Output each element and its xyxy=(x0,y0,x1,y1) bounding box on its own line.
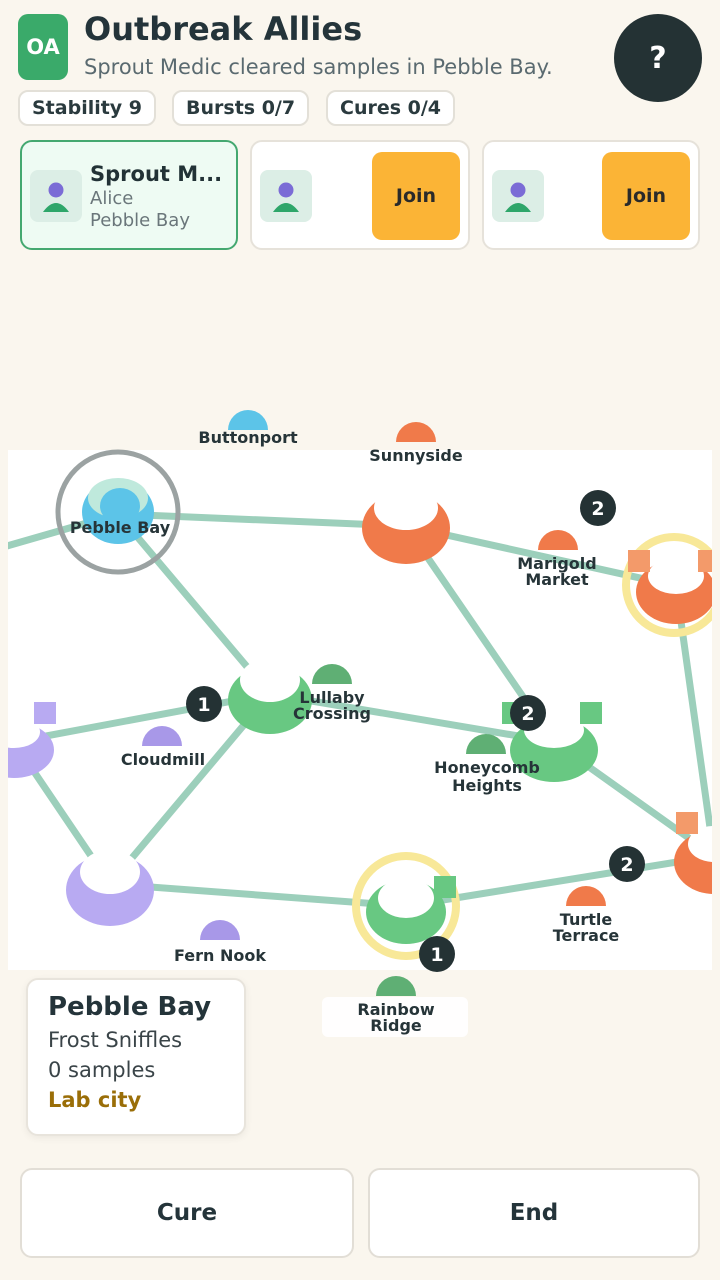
research-station-icon xyxy=(580,702,602,724)
city-label: Rainbow xyxy=(357,1000,434,1019)
research-station-icon xyxy=(34,702,56,724)
help-button[interactable]: ? xyxy=(614,14,702,102)
outbreak-counter xyxy=(510,695,546,731)
cure-button[interactable]: Cure xyxy=(20,1168,354,1258)
city-label: Sunnyside xyxy=(369,446,463,465)
city-hub-west[interactable] xyxy=(0,702,56,778)
outbreak-counter xyxy=(580,490,616,526)
city-label: Heights xyxy=(452,776,522,795)
city-hub-sunnyside[interactable] xyxy=(362,486,450,564)
route xyxy=(402,522,680,590)
avatar xyxy=(260,170,312,222)
outbreak-counter-value: 2 xyxy=(620,854,633,876)
cures-pill: Cures 0/4 xyxy=(326,90,456,126)
city-label: Marigold xyxy=(517,554,596,573)
end-button[interactable]: End xyxy=(368,1168,700,1258)
city-hub-east[interactable] xyxy=(674,812,720,894)
city-hub-pebble-bay[interactable] xyxy=(82,478,154,544)
city-info-disease: Frost Sniffles xyxy=(48,1028,183,1052)
research-station-icon xyxy=(628,550,650,572)
game-title: Outbreak Allies xyxy=(84,10,363,48)
player-slot-3: Join xyxy=(482,140,700,250)
selection-ring xyxy=(55,449,181,575)
avatar xyxy=(30,170,82,222)
research-station-icon xyxy=(434,876,456,898)
stability-pill: Stability 9 xyxy=(18,90,157,126)
outbreak-counter xyxy=(186,686,222,722)
city-hub-rainbow[interactable] xyxy=(366,876,456,944)
person-icon xyxy=(505,182,531,212)
research-station-icon xyxy=(698,550,712,572)
join-button[interactable]: Join xyxy=(372,152,460,240)
city-pin-buttonport[interactable] xyxy=(228,410,268,430)
city-info-card: Pebble Bay Frost Sniffles 0 samples Lab … xyxy=(26,978,246,1136)
city-pin-lullaby-crossing[interactable] xyxy=(312,664,352,684)
city-label: Buttonport xyxy=(198,428,298,447)
city-pin-turtle-terrace[interactable] xyxy=(566,886,606,906)
route xyxy=(114,510,274,698)
research-station-icon xyxy=(676,812,698,834)
highlight-ring xyxy=(352,852,460,960)
city-label: Terrace xyxy=(553,926,620,945)
city-label: Ridge xyxy=(370,1016,422,1035)
city-info-tag: Lab city xyxy=(48,1088,142,1112)
city-hub-southwest[interactable] xyxy=(66,850,154,926)
city-label: Market xyxy=(525,570,589,589)
city-label: Lullaby xyxy=(299,688,365,707)
route xyxy=(10,690,274,746)
city-info-name: Pebble Bay xyxy=(48,992,212,1022)
person-icon xyxy=(273,182,299,212)
outbreak-counter xyxy=(419,936,455,972)
label-backplate xyxy=(322,997,468,1037)
route xyxy=(266,690,558,746)
city-hub-lullaby[interactable] xyxy=(228,658,312,734)
city-pin-honeycomb-heights[interactable] xyxy=(466,734,506,754)
city-label: Pebble Bay xyxy=(70,518,171,537)
city-hub-marigold[interactable] xyxy=(628,550,720,624)
city-pin-rainbow-ridge[interactable] xyxy=(376,976,416,996)
city-pin-sunnyside[interactable] xyxy=(396,422,436,442)
city-pin-cloudmill[interactable] xyxy=(142,726,182,746)
outbreak-counter-value: 1 xyxy=(197,694,210,716)
highlight-ring xyxy=(622,533,712,637)
city-label: Cloudmill xyxy=(121,750,205,769)
player-role: Sprout M... xyxy=(90,162,223,186)
join-button[interactable]: Join xyxy=(602,152,690,240)
player-card-active[interactable]: Sprout M... Alice Pebble Bay xyxy=(20,140,238,250)
outbreak-counter xyxy=(609,846,645,882)
player-slot-2: Join xyxy=(250,140,470,250)
city-pin-fern-nook[interactable] xyxy=(200,920,240,940)
player-user: Alice xyxy=(90,188,134,209)
outbreak-counter-value: 2 xyxy=(521,703,534,725)
city-label: Honeycomb xyxy=(434,758,540,777)
outbreak-counter-value: 1 xyxy=(430,944,443,966)
avatar xyxy=(492,170,544,222)
route xyxy=(114,510,410,530)
game-map[interactable]: Buttonport Sunnyside Pebble Bay Marigold… xyxy=(0,0,720,1050)
bursts-pill: Bursts 0/7 xyxy=(172,90,310,126)
city-info-samples: 0 samples xyxy=(48,1058,156,1082)
player-location: Pebble Bay xyxy=(90,210,190,231)
label-backplate xyxy=(514,910,658,948)
status-message: Sprout Medic cleared samples in Pebble B… xyxy=(84,55,553,79)
city-label: Crossing xyxy=(293,704,371,723)
city-label: Turtle xyxy=(560,910,613,929)
app-badge: OA xyxy=(18,14,68,80)
city-pin-marigold-market[interactable] xyxy=(538,530,578,550)
outbreak-counter-value: 2 xyxy=(591,498,604,520)
city-label: Fern Nook xyxy=(174,946,266,965)
person-icon xyxy=(43,182,69,212)
